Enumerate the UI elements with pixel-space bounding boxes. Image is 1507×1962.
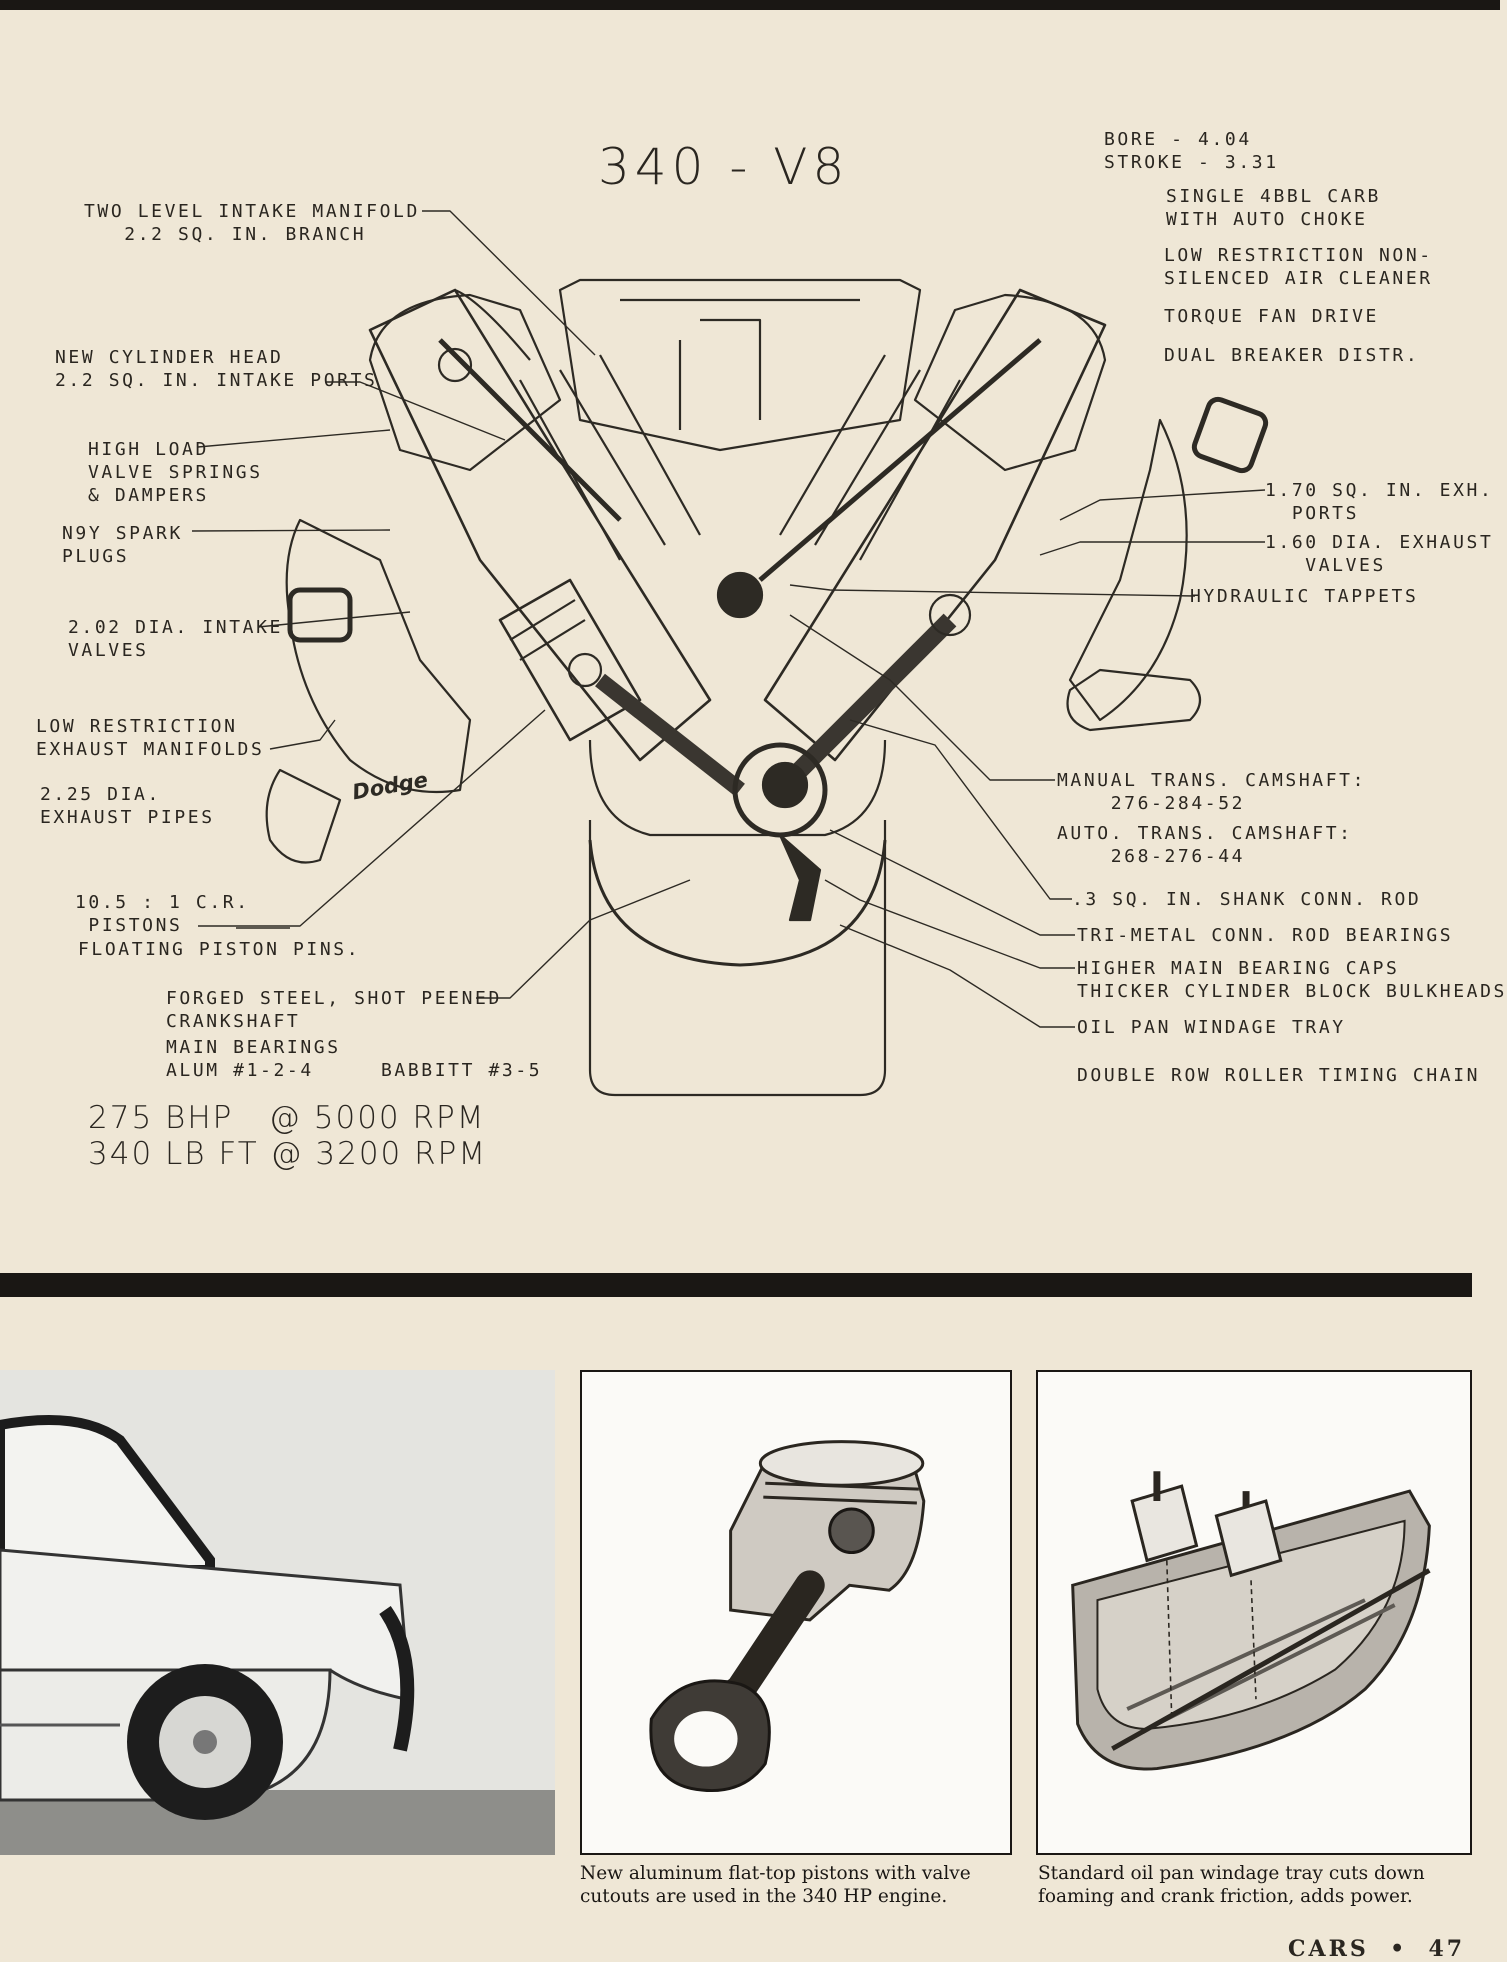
performance-power: 275 BHP @ 5000 RPM: [88, 1100, 486, 1136]
engine-cross-section-diagram: [191, 210, 1269, 1097]
label-air-cleaner: LOW RESTRICTION NON- SILENCED AIR CLEANE…: [1164, 245, 1433, 289]
label-exhaust-pipes: 2.25 DIA. EXHAUST PIPES: [40, 784, 215, 828]
performance-torque: 340 LB FT @ 3200 RPM: [88, 1136, 488, 1172]
label-exhaust-valves: 1.60 DIA. EXHAUST VALVES: [1265, 532, 1494, 576]
label-exhaust-manifolds: LOW RESTRICTION EXHAUST MANIFOLDS: [36, 716, 265, 760]
label-timing-chain: DOUBLE ROW ROLLER TIMING CHAIN: [1077, 1065, 1481, 1086]
label-valve-springs: HIGH LOAD VALVE SPRINGS & DAMPERS: [88, 439, 263, 506]
piston-photo-caption: New aluminum flat-top pistons with valve…: [580, 1863, 971, 1907]
label-pistons: 10.5 : 1 C.R. PISTONS: [75, 892, 250, 936]
diagram-title: 340 - V8: [598, 138, 850, 196]
section-rule: [0, 1273, 1472, 1297]
page-footer: CARS • 47: [1288, 1936, 1466, 1962]
label-fan-drive: TORQUE FAN DRIVE: [1164, 306, 1379, 327]
label-crankshaft: FORGED STEEL, SHOT PEENED CRANKSHAFT: [166, 988, 502, 1032]
label-carb: SINGLE 4BBL CARB WITH AUTO CHOKE: [1166, 186, 1381, 230]
windage-tray-photo: [1036, 1370, 1472, 1855]
label-manual-cam: MANUAL TRANS. CAMSHAFT: 276-284-52: [1057, 770, 1367, 814]
windage-photo-caption: Standard oil pan windage tray cuts down …: [1038, 1863, 1425, 1907]
label-piston-pins: FLOATING PISTON PINS.: [78, 939, 361, 960]
top-rule: [0, 0, 1500, 10]
label-distributor: DUAL BREAKER DISTR.: [1164, 345, 1420, 366]
label-bearing-caps: HIGHER MAIN BEARING CAPS THICKER CYLINDE…: [1077, 958, 1507, 1002]
label-spark-plugs: N9Y SPARK PLUGS: [62, 523, 183, 567]
label-conn-rod: .3 SQ. IN. SHANK CONN. ROD: [1072, 889, 1422, 910]
label-main-bearings: MAIN BEARINGS ALUM #1-2-4 BABBITT #3-5: [166, 1037, 543, 1081]
label-exhaust-ports: 1.70 SQ. IN. EXH. PORTS: [1265, 480, 1494, 524]
label-intake-valves: 2.02 DIA. INTAKE VALVES: [68, 617, 283, 661]
label-windage-tray: OIL PAN WINDAGE TRAY: [1077, 1017, 1346, 1038]
label-auto-cam: AUTO. TRANS. CAMSHAFT: 268-276-44: [1057, 823, 1353, 867]
label-cylinder-head: NEW CYLINDER HEAD 2.2 SQ. IN. INTAKE POR…: [55, 347, 378, 391]
label-tappets: HYDRAULIC TAPPETS: [1190, 586, 1419, 607]
car-photo: [0, 1370, 555, 1855]
label-rod-bearings: TRI-METAL CONN. ROD BEARINGS: [1077, 925, 1454, 946]
piston-photo: [580, 1370, 1012, 1855]
label-bore-stroke: BORE - 4.04 STROKE - 3.31: [1104, 129, 1279, 173]
label-intake-manifold: TWO LEVEL INTAKE MANIFOLD 2.2 SQ. IN. BR…: [84, 201, 420, 245]
